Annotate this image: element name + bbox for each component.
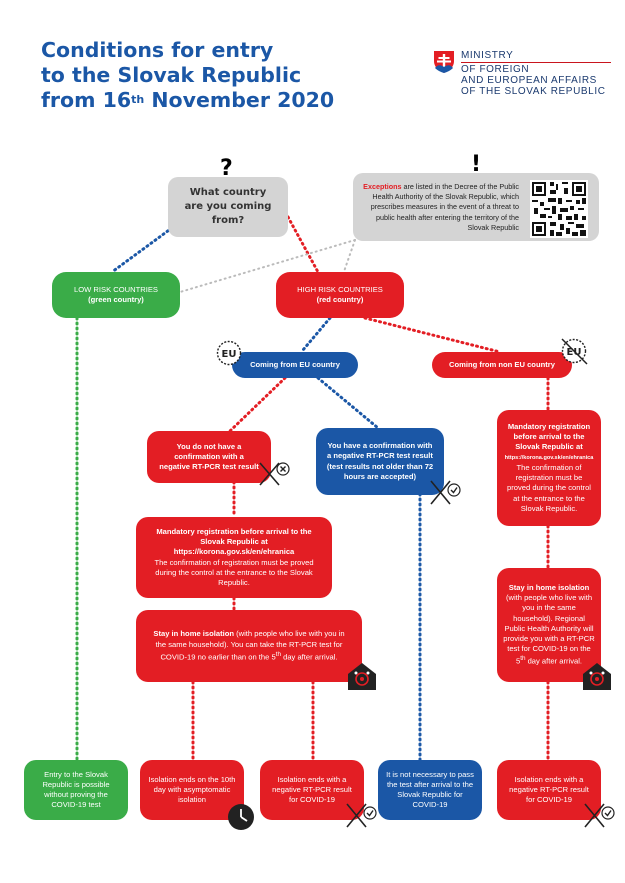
question-line-1: What country [189, 187, 267, 198]
test-passed-non-eu-icon [582, 800, 616, 830]
non-eu-country-box: Coming from non EU country [432, 352, 572, 378]
registration-non-eu-link[interactable]: https://korona.gov.sk/en/ehranica [504, 454, 594, 461]
isolation-eu-text-a: (with people who live with you in the sa… [155, 629, 345, 662]
outcome-negative-non-eu-text: Isolation ends with a negative RT-PCR re… [509, 774, 589, 805]
title-line-3-suffix: November 2020 [144, 88, 335, 112]
title-line-3-prefix: from 16 [41, 88, 132, 112]
outcome-negative-eu-box: Isolation ends with a negative RT-PCR re… [260, 760, 364, 820]
isolation-non-eu-text: Stay in home isolation (with people who … [503, 583, 595, 667]
title-line-3-sup: th [131, 93, 145, 106]
title-line-1: Conditions for entry [41, 38, 274, 62]
eu-country-label: Coming from EU country [250, 359, 340, 369]
logo-line-4: OF THE SLOVAK REPUBLIC [461, 86, 606, 97]
connector-question-high [286, 215, 320, 274]
home-isolation-non-eu-icon [581, 660, 613, 692]
isolation-eu-text: Stay in home isolation (with people who … [150, 629, 348, 662]
clock-icon [226, 802, 256, 832]
connector-high-noneu [363, 316, 502, 354]
isolation-non-eu-sup: th [520, 655, 526, 663]
exceptions-text: are listed in the Decree of the Public H… [370, 182, 519, 232]
outcome-negative-eu-text: Isolation ends with a negative RT-PCR re… [272, 774, 352, 805]
connector-eu-notest [228, 376, 287, 433]
no-test-text: You do not have a confirmation with a ne… [159, 441, 259, 472]
outcome-green-box: Entry to the Slovak Republic is possible… [24, 760, 128, 820]
isolation-non-eu-bold: Stay in home isolation [508, 582, 590, 592]
isolation-non-eu-text-b: day after arrival. [525, 656, 583, 666]
logo-line-1: MINISTRY [461, 50, 514, 61]
test-failed-icon [257, 460, 291, 488]
qr-code-icon [530, 180, 588, 238]
logo-line-2: OF FOREIGN [461, 64, 530, 75]
connector-exception-low [169, 239, 356, 296]
high-risk-line-2: (red country) [316, 295, 364, 304]
non-eu-badge-text: EU [567, 347, 582, 358]
registration-non-eu-text: The confirmation of registration must be… [506, 462, 591, 513]
isolation-non-eu-text-a: (with people who live with you in the sa… [503, 593, 595, 666]
connector-high-eu [301, 316, 332, 352]
high-risk-line-1: HIGH RISK COUNTRIES [297, 284, 383, 294]
outcome-ten-day-text: Isolation ends on the 10th day with asym… [148, 774, 236, 805]
outcome-ten-day-box: Isolation ends on the 10th day with asym… [140, 760, 244, 820]
outcome-not-needed-text: It is not necessary to pass the test aft… [386, 769, 474, 810]
low-risk-line-2: (green country) [88, 295, 144, 304]
question-mark-icon: ? [220, 156, 233, 181]
registration-eu-text: The confirmation of registration must be… [154, 557, 314, 587]
logo-line-3: AND EUROPEAN AFFAIRS [461, 75, 597, 86]
isolation-eu-bold: Stay in home isolation [153, 629, 234, 639]
outcome-not-needed-box: It is not necessary to pass the test aft… [378, 760, 482, 820]
low-risk-box: LOW RISK COUNTRIES (green country) [52, 272, 180, 318]
low-risk-line-1: LOW RISK COUNTRIES [74, 284, 158, 294]
connector-eu-hastest [316, 376, 380, 430]
isolation-eu-sup: th [275, 650, 281, 658]
eu-country-box: Coming from EU country [232, 352, 358, 378]
test-passed-eu-icon [344, 800, 378, 830]
question-line-2: are you coming [184, 201, 272, 212]
eu-badge-icon: EU [216, 340, 242, 366]
isolation-eu-text-b: day after arrival. [280, 652, 338, 662]
has-test-box: You have a confirmation with a negative … [316, 428, 444, 495]
slovak-crest-icon [434, 51, 454, 73]
non-eu-badge-icon: EU [559, 336, 589, 366]
registration-non-eu-box: Mandatory registration before arrival to… [497, 410, 601, 526]
exclamation-icon: ! [471, 152, 482, 177]
title-line-3: from 16th November 2020 [41, 88, 341, 113]
has-test-text: You have a confirmation with a negative … [326, 441, 434, 481]
outcome-negative-non-eu-box: Isolation ends with a negative RT-PCR re… [497, 760, 601, 820]
question-box: What country are you coming from? [168, 177, 288, 237]
registration-eu-link[interactable]: https://korona.gov.sk/en/ehranica [173, 547, 295, 557]
eu-badge-text: EU [222, 349, 237, 360]
isolation-non-eu-box: Stay in home isolation (with people who … [497, 568, 601, 682]
non-eu-country-label: Coming from non EU country [449, 359, 555, 369]
outcome-green-text: Entry to the Slovak Republic is possible… [42, 769, 110, 810]
ministry-logo: MINISTRY OF FOREIGN AND EUROPEAN AFFAIRS… [433, 50, 613, 98]
registration-eu-heading: Mandatory registration before arrival to… [156, 526, 312, 547]
exceptions-highlight: Exceptions [363, 182, 402, 191]
isolation-eu-box: Stay in home isolation (with people who … [136, 610, 362, 682]
home-isolation-icon [346, 660, 378, 692]
question-line-3: from? [211, 215, 245, 226]
registration-non-eu-heading: Mandatory registration before arrival to… [507, 422, 591, 452]
title-line-2: to the Slovak Republic [41, 63, 302, 87]
test-passed-icon [428, 477, 462, 507]
high-risk-box: HIGH RISK COUNTRIES (red country) [276, 272, 404, 318]
registration-eu-box: Mandatory registration before arrival to… [136, 517, 332, 598]
page-title: Conditions for entry to the Slovak Repub… [41, 38, 341, 113]
no-test-box: You do not have a confirmation with a ne… [147, 431, 271, 483]
